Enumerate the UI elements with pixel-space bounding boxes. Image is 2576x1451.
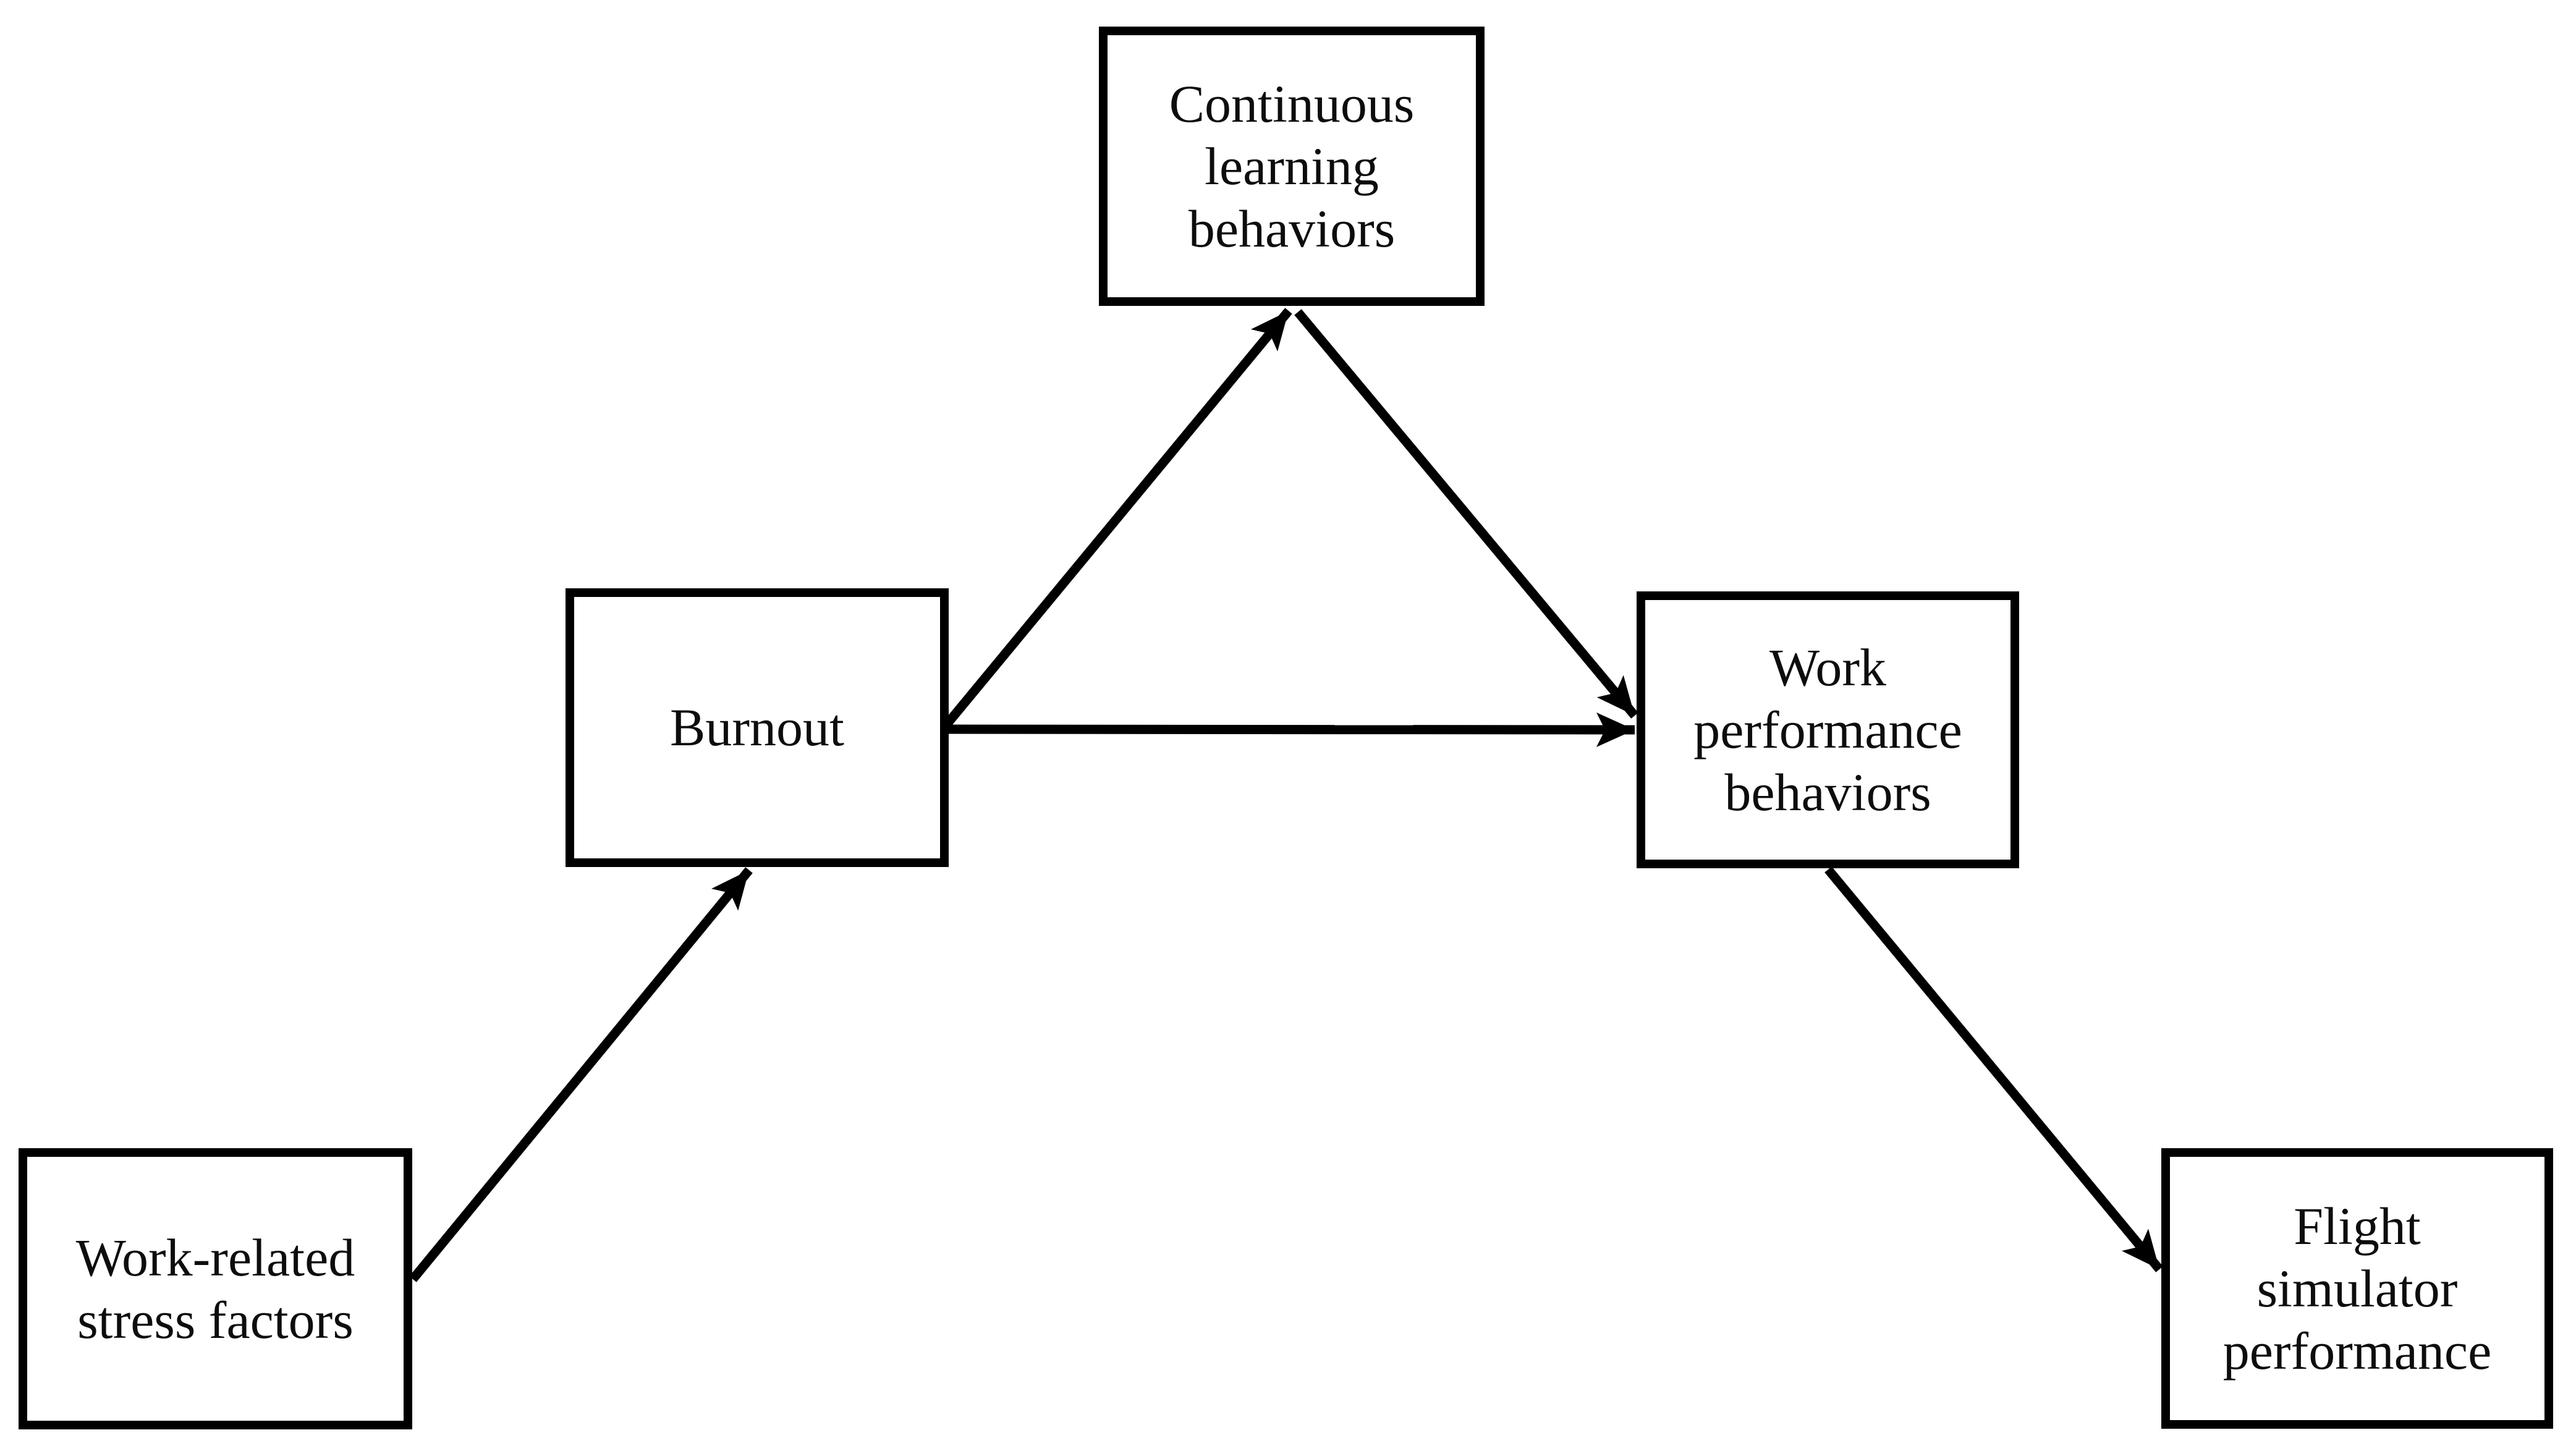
node-label: Flight simulator performance [2223, 1195, 2492, 1382]
node-flight-simulator-performance: Flight simulator performance [2161, 1148, 2553, 1429]
edge-stress-to-burnout [409, 867, 753, 1282]
node-label-line: behaviors [1188, 198, 1396, 258]
node-label: Continuous learning behaviors [1169, 73, 1415, 260]
node-label-line: behaviors [1724, 762, 1931, 822]
node-label-line: performance [1693, 700, 1962, 759]
node-label-line: Continuous [1169, 74, 1415, 133]
node-label-line: Flight [2294, 1196, 2421, 1256]
node-label-line: performance [2222, 1321, 2492, 1381]
node-label-line: Work [1769, 637, 1886, 697]
node-label: Work performance behaviors [1693, 637, 1962, 824]
node-label-line: simulator [2256, 1258, 2458, 1318]
node-label-line: Burnout [670, 698, 844, 757]
node-label-line: stress factors [77, 1290, 354, 1350]
node-work-performance-behaviors: Work performance behaviors [1637, 591, 2019, 868]
edge-work-performance-to-flight-simulator [1824, 866, 2163, 1272]
edge-burnout-to-work-performance [946, 712, 1635, 747]
node-label-line: Work-related [75, 1227, 355, 1287]
node-work-related-stress-factors: Work-related stress factors [19, 1148, 412, 1429]
node-burnout: Burnout [566, 588, 949, 867]
edge-learning-to-work-performance [1294, 309, 1638, 719]
node-continuous-learning-behaviors: Continuous learning behaviors [1099, 27, 1485, 306]
node-label: Burnout [670, 696, 844, 759]
edge-burnout-to-learning [943, 308, 1292, 727]
node-label-line: learning [1205, 136, 1379, 196]
node-label: Work-related stress factors [76, 1227, 355, 1352]
